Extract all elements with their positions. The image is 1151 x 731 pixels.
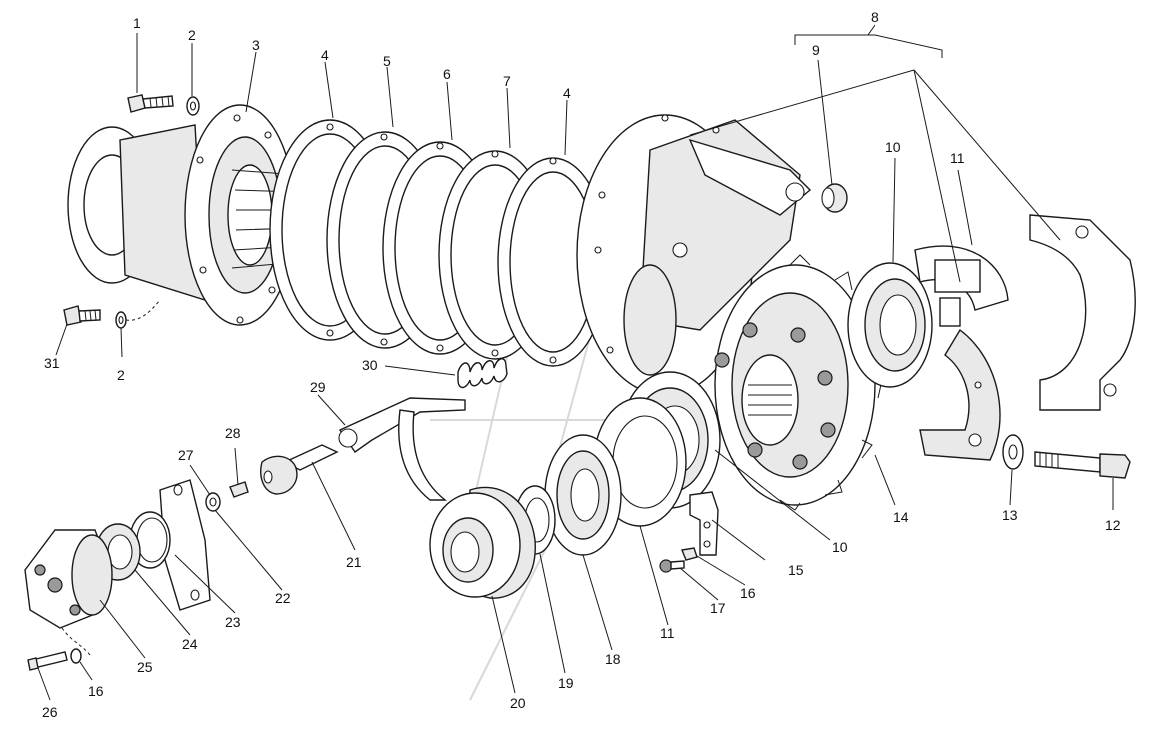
washer-part-2-top (186, 96, 200, 116)
bearing-part-18 (544, 434, 622, 556)
callout-1: 1 (133, 15, 141, 31)
washer-part-13 (1002, 434, 1024, 470)
bolt-part-1 (127, 94, 174, 113)
callout-10-right: 10 (885, 139, 901, 155)
callout-29: 29 (310, 379, 326, 395)
bearing-cap-right-large (1029, 214, 1136, 411)
bolt-part-17 (659, 559, 685, 573)
callout-28: 28 (225, 425, 241, 441)
pin-part-21 (260, 444, 339, 495)
callout-22: 22 (275, 590, 291, 606)
callout-31: 31 (44, 355, 60, 371)
callout-9: 9 (812, 42, 820, 58)
gasket-part-4-right (497, 157, 609, 367)
washer-part-22 (205, 492, 221, 512)
callout-18: 18 (605, 651, 621, 667)
leader-lines (37, 24, 1114, 701)
washer-part-2-lower (115, 299, 161, 329)
callout-5: 5 (383, 53, 391, 69)
callout-11-center: 11 (660, 625, 675, 641)
nut-part-16-center (681, 547, 698, 561)
callout-16-center: 16 (740, 585, 756, 601)
bushing-part-9 (821, 183, 848, 213)
callout-20: 20 (510, 695, 526, 711)
callout-24: 24 (182, 636, 198, 652)
gasket-holes (326, 123, 557, 364)
callout-3: 3 (252, 37, 260, 53)
spring-part-30 (457, 358, 508, 389)
crown-gear-part-14 (714, 254, 883, 511)
callout-10-center: 10 (832, 539, 848, 555)
washer-part-16-left (70, 648, 82, 664)
callout-30: 30 (362, 357, 378, 373)
callout-2-top: 2 (188, 27, 196, 43)
callout-21: 21 (346, 554, 362, 570)
lock-plate-part-15 (689, 491, 719, 556)
gasket-part-23 (159, 479, 211, 611)
bolt-part-31 (63, 305, 101, 326)
callout-6: 6 (443, 66, 451, 82)
callout-16-left: 16 (88, 683, 104, 699)
hub-part-20 (429, 486, 536, 599)
callout-7: 7 (503, 73, 511, 89)
carrier-housing (576, 114, 812, 396)
callout-4-left: 4 (321, 47, 329, 63)
lever-part-29 (338, 397, 466, 501)
flange-housing-part-3 (67, 104, 301, 326)
cover-part-25 (24, 529, 113, 656)
bearing-cap-part-11-right (914, 245, 1009, 461)
callout-8: 8 (871, 9, 879, 25)
callout-labels: 1 2 3 4 5 6 7 4 8 9 10 11 12 13 14 15 10… (42, 9, 1121, 720)
screw-part-28 (229, 481, 249, 498)
callout-26: 26 (42, 704, 58, 720)
callout-19: 19 (558, 675, 574, 691)
callout-23: 23 (225, 614, 241, 630)
callout-14: 14 (893, 509, 909, 525)
callout-4-right: 4 (563, 85, 571, 101)
callout-27: 27 (178, 447, 194, 463)
callout-25: 25 (137, 659, 153, 675)
bolt-part-26 (27, 651, 68, 671)
bearing-part-10-right (847, 262, 933, 388)
callout-15: 15 (788, 562, 804, 578)
callout-12: 12 (1105, 517, 1121, 533)
callout-17: 17 (710, 600, 726, 616)
callout-2-lower: 2 (117, 367, 125, 383)
callout-13: 13 (1002, 507, 1018, 523)
callout-11-right: 11 (950, 150, 965, 166)
bolt-part-12 (1034, 451, 1131, 479)
